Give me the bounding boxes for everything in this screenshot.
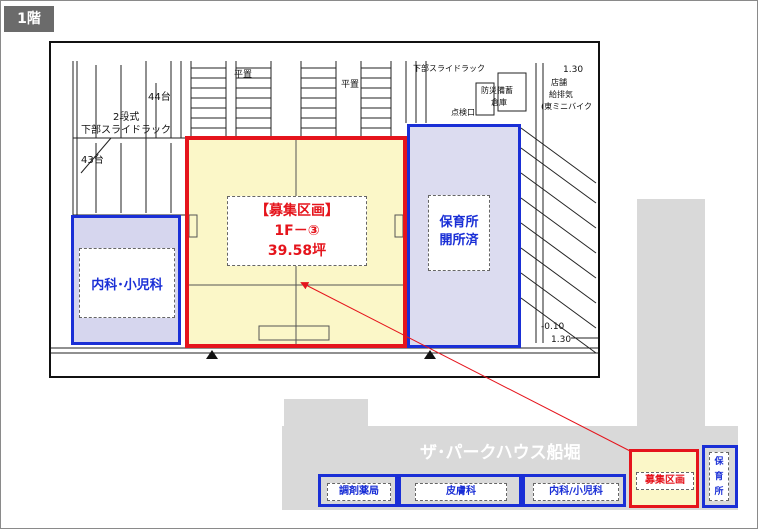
vent-label: 給排気 xyxy=(549,90,573,99)
building-block xyxy=(284,399,368,429)
shop-nursery-char: 保 xyxy=(714,457,724,467)
shop-nursery-char: 所 xyxy=(714,487,724,497)
rack-type-label: 下部スライドラック xyxy=(81,125,171,136)
shop-label: 店舗 xyxy=(551,78,567,87)
flat-parking-label: 平置 xyxy=(341,80,360,90)
bike-label: (東ミニバイク xyxy=(541,102,592,111)
recruit-unit: 1F－③ xyxy=(274,223,320,239)
level-label: 1.30 xyxy=(563,65,584,75)
parking-count-label: 44台 xyxy=(148,92,171,103)
clinic-label: 内科･小児科 xyxy=(91,277,163,293)
floor-label: 1階 xyxy=(4,6,54,32)
level-label: 1.30 xyxy=(551,335,572,345)
clinic-zone[interactable]: 内科･小児科 xyxy=(71,215,181,345)
floor-plan: 44台 2段式 下部スライドラック 43台 平置 平置 下部スライドラック 防災… xyxy=(49,41,600,378)
level-label: -0.10 xyxy=(541,322,565,332)
entrance-marker xyxy=(206,350,218,359)
rack-type-label: 2段式 xyxy=(113,112,140,123)
shop-recruit-label: 募集区画 xyxy=(636,472,694,490)
shop-internal-label: 内科/小児科 xyxy=(533,483,619,501)
shop-nursery-char: 育 xyxy=(714,472,724,482)
inspection-label: 点検口 xyxy=(451,108,475,117)
shop-dermatology[interactable]: 皮膚科 xyxy=(398,474,522,507)
storage-label: 倉庫 xyxy=(491,98,507,107)
plan-linework xyxy=(51,61,598,359)
nursery-status: 開所済 xyxy=(439,233,479,248)
building-name: ザ･パークハウス船堀 xyxy=(420,443,581,463)
storage-label: 防災備蓄 xyxy=(481,86,513,95)
recruit-title: 【募集区画】 xyxy=(255,203,339,219)
shop-recruit[interactable]: 募集区画 xyxy=(629,449,699,508)
shop-nursery[interactable]: 保 育 所 xyxy=(702,445,738,508)
rack-small-label: 下部スライドラック xyxy=(413,64,485,73)
shop-pharmacy-label: 調剤薬局 xyxy=(327,483,391,501)
shop-dermatology-label: 皮膚科 xyxy=(415,483,507,501)
entrance-marker xyxy=(424,350,436,359)
nursery-label: 保育所 xyxy=(439,215,479,230)
recruit-area: 39.58坪 xyxy=(267,243,327,259)
recruit-zone[interactable]: 【募集区画】 1F－③ 39.58坪 xyxy=(185,136,407,348)
building-block xyxy=(637,199,705,430)
nursery-zone[interactable]: 保育所 開所済 xyxy=(407,124,521,348)
flat-parking-label: 平置 xyxy=(234,70,253,80)
parking-count-label: 43台 xyxy=(81,155,104,166)
shop-pharmacy[interactable]: 調剤薬局 xyxy=(318,474,398,507)
shop-internal-medicine[interactable]: 内科/小児科 xyxy=(522,474,626,507)
